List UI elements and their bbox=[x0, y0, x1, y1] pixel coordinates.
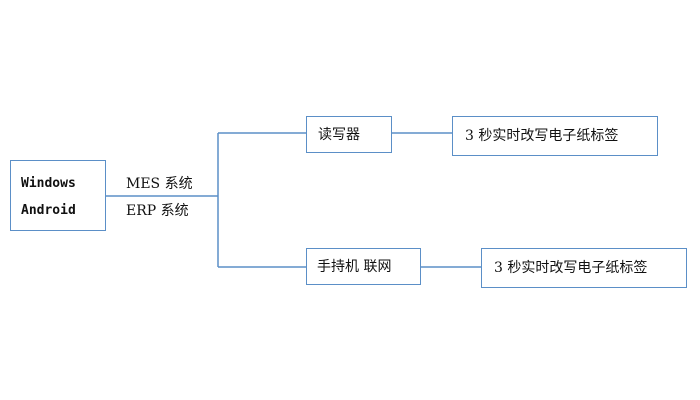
label-erp-system: ERP 系统 bbox=[126, 203, 189, 219]
top-result-box: 3 秒实时改写电子纸标签 bbox=[452, 116, 658, 156]
reader-box: 读写器 bbox=[306, 116, 392, 153]
client-platform-box: Windows Android bbox=[10, 160, 106, 231]
bottom-result-box: 3 秒实时改写电子纸标签 bbox=[481, 248, 687, 288]
handheld-box: 手持机 联网 bbox=[306, 248, 421, 285]
handheld-label: 手持机 联网 bbox=[317, 259, 392, 275]
top-result-label: 3 秒实时改写电子纸标签 bbox=[465, 128, 619, 144]
bottom-result-label: 3 秒实时改写电子纸标签 bbox=[494, 260, 648, 276]
client-platform-windows: Windows bbox=[21, 176, 76, 191]
client-platform-android: Android bbox=[21, 203, 76, 218]
label-mes-system: MES 系统 bbox=[126, 176, 193, 192]
reader-label: 读写器 bbox=[318, 127, 360, 143]
